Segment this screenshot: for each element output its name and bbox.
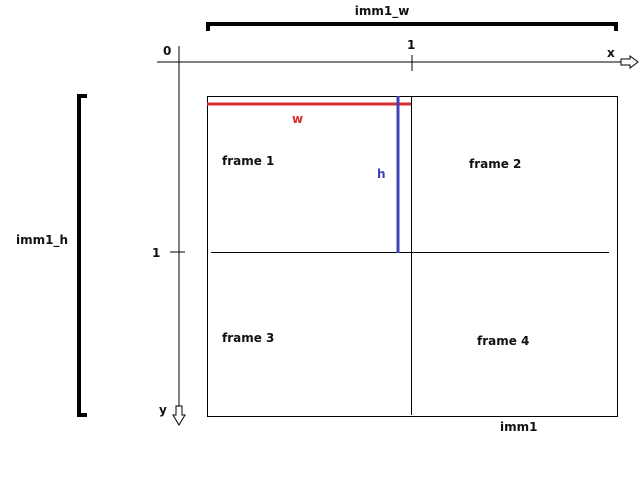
frame-4-label: frame 4 <box>477 334 529 348</box>
frame-1-label: frame 1 <box>222 154 274 168</box>
image-border <box>207 96 618 417</box>
frame-3-label: frame 3 <box>222 331 274 345</box>
height-bracket <box>77 94 87 417</box>
x-tick-label: 1 <box>407 38 415 52</box>
width-marker-label: w <box>292 112 303 126</box>
width-bracket <box>206 22 618 31</box>
image-width-label: imm1_w <box>355 4 410 19</box>
y-tick-label: 1 <box>152 246 160 260</box>
origin-label: 0 <box>163 44 171 58</box>
image-height-label: imm1_h <box>16 233 68 248</box>
frame-2-label: frame 2 <box>469 157 521 171</box>
x-axis-label: x <box>607 46 615 60</box>
y-axis-arrow-icon <box>172 405 186 426</box>
y-axis-label: y <box>159 403 167 417</box>
image-name-label: imm1 <box>500 420 537 434</box>
x-axis-arrow-icon <box>620 55 639 69</box>
height-marker-label: h <box>377 167 386 181</box>
